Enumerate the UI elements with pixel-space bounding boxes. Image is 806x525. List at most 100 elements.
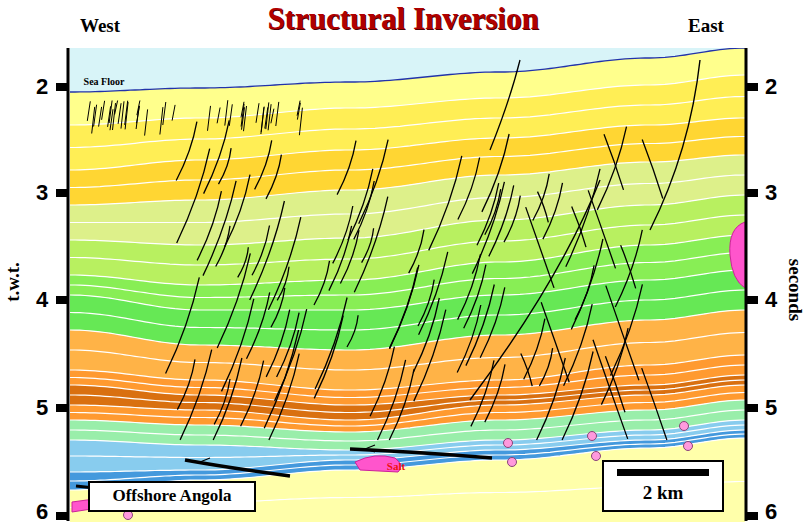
fault-line <box>177 149 210 243</box>
axis-tick <box>56 189 68 197</box>
location-box: Offshore Angola <box>88 481 256 512</box>
fault-line <box>87 101 90 121</box>
axis-title: t.w.t. <box>2 262 24 302</box>
axis-line <box>745 48 748 521</box>
fault-line <box>359 140 388 224</box>
axis-tick <box>56 296 68 304</box>
fault-line <box>225 100 228 125</box>
strata-band <box>70 438 745 522</box>
direction-label: West <box>80 15 120 37</box>
fault-line <box>241 361 264 427</box>
axis-tick <box>746 512 758 520</box>
fault-line <box>276 102 279 126</box>
well-dot <box>680 422 689 431</box>
fault-line <box>419 252 448 335</box>
reflector-line <box>70 400 745 432</box>
fault-line <box>271 288 285 327</box>
fault-line <box>429 156 462 251</box>
axis-number: 2 <box>36 74 48 100</box>
fault-line <box>145 109 148 135</box>
fault-line <box>593 340 628 439</box>
sea-floor-line <box>70 48 745 92</box>
fault-line <box>137 101 140 116</box>
fault-line <box>268 217 300 310</box>
fault-line <box>642 368 667 440</box>
fault-line <box>115 101 118 115</box>
well-dot <box>588 432 597 441</box>
fault-line <box>526 207 554 288</box>
fault-line <box>125 101 128 125</box>
fault-line <box>197 191 221 260</box>
fault-line <box>180 350 212 440</box>
fault-line <box>533 174 549 221</box>
fault-line <box>348 169 373 240</box>
fault-line <box>504 196 520 243</box>
fault-line <box>250 201 285 300</box>
scale-bar-box: 2 km <box>602 460 724 512</box>
axis-tick <box>746 296 758 304</box>
fault-line <box>611 284 643 375</box>
fault-line <box>265 107 268 128</box>
axis-number: 5 <box>765 395 777 421</box>
fault-line <box>575 265 594 320</box>
fault-line <box>537 358 566 440</box>
fault-line <box>297 103 300 120</box>
reflector-line <box>70 75 745 125</box>
fault-line <box>102 101 105 120</box>
direction-label: East <box>688 15 724 37</box>
axis-title: seconds <box>784 259 806 321</box>
title: Structural Inversion <box>267 1 538 37</box>
fault-line <box>108 106 111 127</box>
axis-number: 4 <box>765 287 777 313</box>
fault-line <box>606 286 639 381</box>
axis-number: 4 <box>36 287 48 313</box>
fault-line <box>255 140 272 189</box>
fault-line <box>99 107 102 127</box>
fault-line <box>472 182 504 274</box>
reflector-line <box>70 310 745 350</box>
fault-line <box>414 310 446 402</box>
fault-line <box>256 103 259 123</box>
fault-line <box>238 247 249 277</box>
fault-line <box>389 369 414 440</box>
axis-number: 6 <box>765 499 777 525</box>
axis-number: 2 <box>765 74 777 100</box>
axis-line <box>67 48 70 521</box>
fault-line <box>121 101 124 128</box>
fault-line <box>266 310 290 377</box>
fault-line <box>524 319 545 380</box>
fault-line <box>521 354 532 387</box>
fault-line <box>390 265 419 349</box>
reflector-line <box>70 97 745 148</box>
axis-number: 3 <box>36 180 48 206</box>
fault-line <box>485 189 501 235</box>
fault-line <box>621 245 636 288</box>
axis-tick <box>56 83 68 91</box>
fault-line <box>601 328 628 404</box>
fault-line <box>213 358 242 440</box>
fault-line <box>362 228 374 262</box>
fault-line <box>177 359 195 409</box>
reflector-line <box>70 235 745 285</box>
fault-line <box>490 60 520 150</box>
fault-line <box>208 106 211 131</box>
fault-line <box>229 104 232 126</box>
section-layers <box>70 48 745 522</box>
fault-line <box>252 226 270 276</box>
fault-line <box>329 226 352 291</box>
reflector-line <box>70 333 745 371</box>
fault-line <box>214 379 230 424</box>
axis-number: 6 <box>36 499 48 525</box>
fault-line <box>562 352 593 441</box>
fault-line <box>541 302 569 382</box>
fault-line <box>390 268 418 349</box>
box-text: 2 km <box>604 482 722 504</box>
reflector-line <box>70 215 745 265</box>
fault-line <box>261 107 264 134</box>
fault-line <box>588 190 615 268</box>
fault-line <box>615 230 642 307</box>
reflector-line <box>70 175 745 223</box>
well-dot <box>508 458 517 467</box>
fault-line <box>94 105 97 127</box>
box-text: Offshore Angola <box>90 486 254 506</box>
